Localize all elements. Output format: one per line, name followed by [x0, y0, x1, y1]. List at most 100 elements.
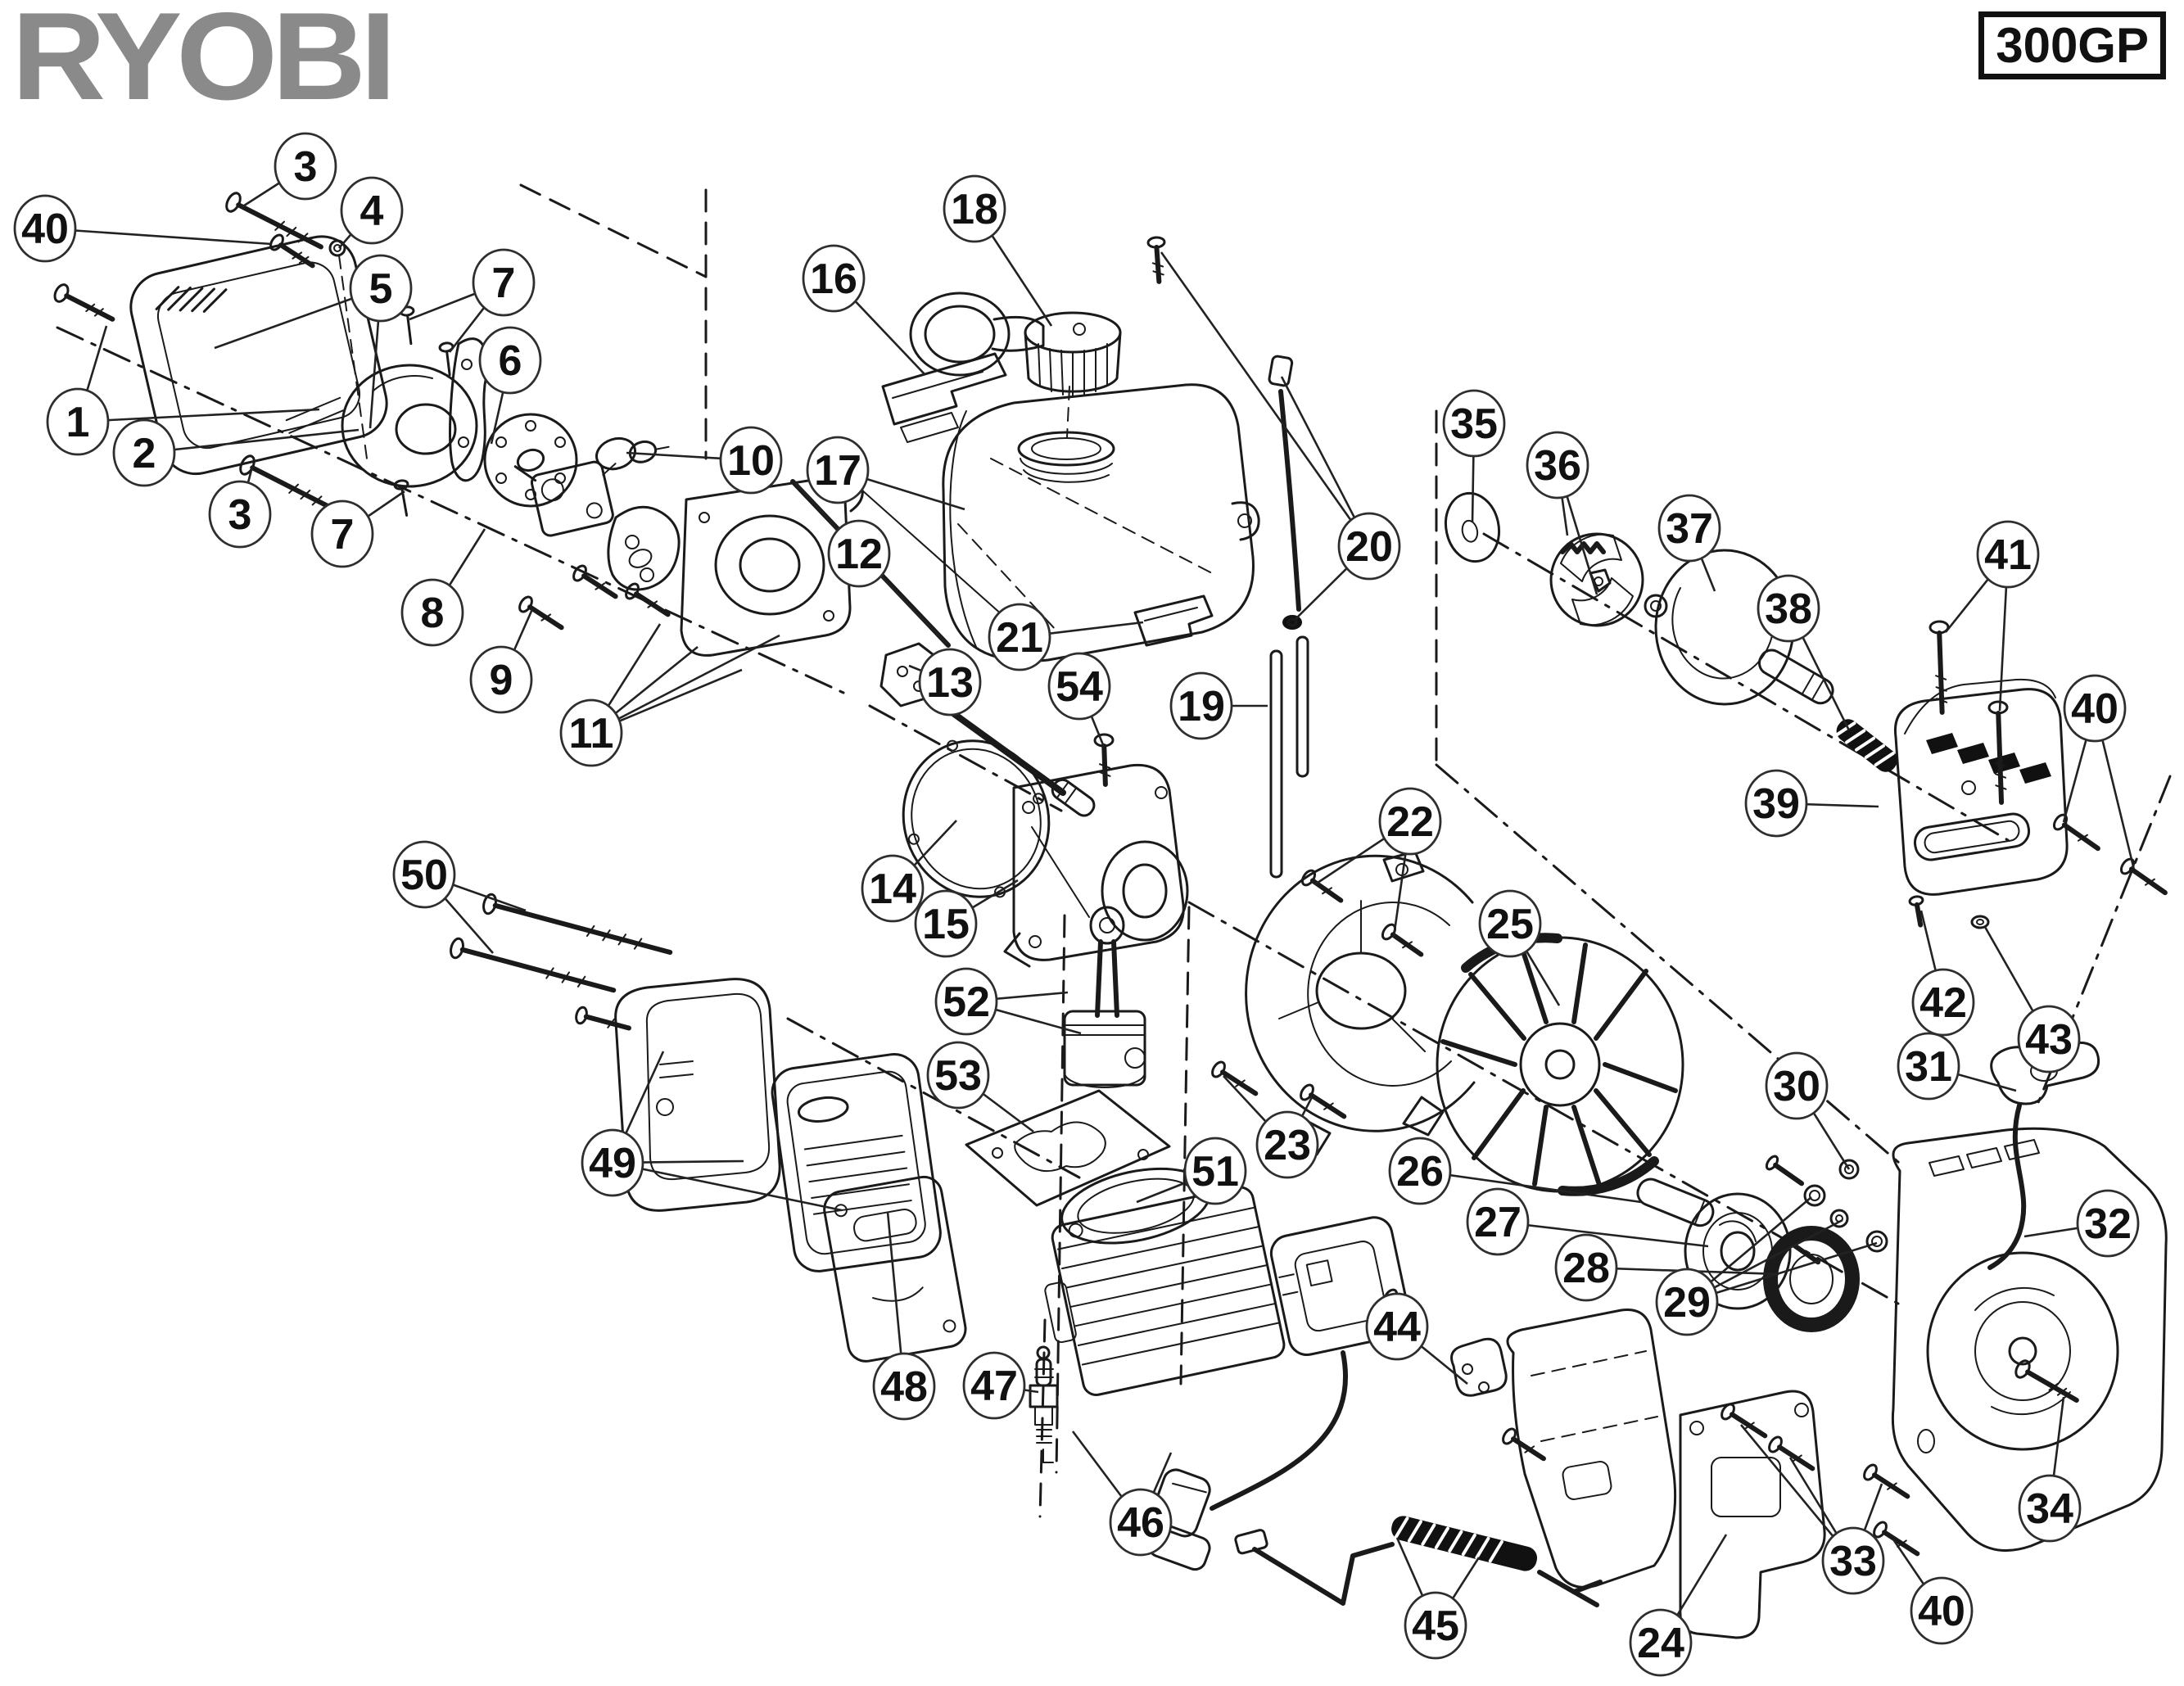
callout-number: 14 [869, 866, 916, 913]
callout-number: 17 [814, 447, 861, 495]
callout-number: 30 [1773, 1063, 1820, 1110]
wire-clamp [1450, 1337, 1508, 1397]
callout-circle [719, 426, 783, 495]
callout-7: 7 [310, 499, 374, 568]
callout-number: 3 [294, 143, 318, 191]
callout-number: 49 [589, 1140, 636, 1187]
callout-circle [872, 1352, 936, 1421]
callout-number: 25 [1486, 901, 1534, 948]
callout-number: 12 [835, 531, 883, 578]
callout-circle [392, 840, 456, 909]
clutch-spring [1835, 719, 1898, 772]
callout-38: 38 [1757, 574, 1820, 643]
callout-circle [914, 889, 978, 958]
crankcase-gasket [902, 739, 1051, 898]
callout-49: 49 [581, 1128, 644, 1197]
callout-4: 4 [340, 176, 404, 245]
callout-20: 20 [1337, 512, 1401, 581]
callout-number: 15 [922, 901, 970, 948]
callout-32: 32 [2076, 1189, 2140, 1258]
callout-5: 5 [349, 254, 413, 323]
muffler-body [771, 1053, 942, 1272]
callout-number: 11 [569, 710, 614, 757]
leader-line-20 [1160, 251, 1371, 547]
callout-number: 23 [1264, 1122, 1311, 1169]
callout-number: 42 [1919, 979, 1967, 1027]
fan-shroud [1245, 850, 1476, 1156]
callout-40: 40 [13, 194, 77, 263]
callout-circle [827, 519, 891, 588]
callout-circle [943, 174, 1006, 243]
callout-29: 29 [1655, 1268, 1719, 1336]
callout-circle [806, 436, 870, 504]
callout-30: 30 [1765, 1051, 1829, 1120]
tank-strip [881, 352, 1007, 443]
callout-circle [1821, 1526, 1885, 1595]
lower-shield [1506, 1309, 1677, 1589]
callout-number: 52 [943, 979, 990, 1026]
cylinder [1044, 1167, 1286, 1396]
callout-circle [340, 176, 404, 245]
clutch [1549, 532, 1668, 627]
primer-bulb [595, 436, 670, 471]
callout-number: 22 [1386, 798, 1434, 846]
air-filter-cover [129, 235, 388, 476]
callout-35: 35 [1442, 389, 1506, 458]
callout-circle [472, 248, 536, 317]
muffler-cover [614, 978, 781, 1212]
tank-bracket [1133, 594, 1214, 647]
callout-33: 33 [1821, 1526, 1885, 1595]
callout-number: 43 [2025, 1016, 2073, 1064]
callout-circle [349, 254, 413, 323]
leader-line-1 [77, 408, 320, 423]
callout-7: 7 [472, 248, 536, 317]
callout-number: 46 [1117, 1499, 1164, 1547]
leader-line-2 [143, 428, 359, 454]
callout-51: 51 [1183, 1137, 1247, 1205]
callout-number: 20 [1345, 523, 1393, 571]
callout-circle [918, 648, 982, 716]
cylinder-gasket [965, 1089, 1171, 1207]
callout-number: 36 [1534, 442, 1581, 490]
callout-circle [861, 854, 925, 923]
callout-circle [926, 1041, 990, 1110]
leader-line-26 [1419, 1169, 1642, 1204]
callout-circle [1910, 1576, 1974, 1645]
callout-number: 27 [1474, 1199, 1522, 1246]
callout-number: 35 [1450, 400, 1498, 448]
callout-40: 40 [2063, 674, 2127, 743]
callout-number: 40 [21, 206, 69, 253]
callout-13: 13 [918, 648, 982, 716]
callout-number: 13 [926, 659, 974, 707]
fuel-lines [1268, 355, 1309, 879]
callout-circle [1744, 769, 1808, 838]
callout-36: 36 [1526, 431, 1589, 499]
wire-harness [1234, 1516, 1603, 1607]
callout-number: 44 [1373, 1304, 1421, 1351]
callout-54: 54 [1047, 652, 1111, 721]
callout-23: 23 [1255, 1110, 1319, 1179]
callout-14: 14 [861, 854, 925, 923]
callout-circle [1629, 1608, 1693, 1677]
callout-9: 9 [469, 645, 533, 714]
callout-circle [1404, 1591, 1467, 1660]
callout-number: 29 [1663, 1279, 1711, 1327]
callout-circle [1337, 512, 1401, 581]
callout-number: 39 [1752, 780, 1800, 828]
callout-number: 38 [1765, 585, 1812, 633]
callout-number: 3 [228, 491, 252, 539]
callout-layer: 1233456778910111213141516171819202122232… [13, 132, 2140, 1677]
callout-17: 17 [806, 436, 870, 504]
callout-number: 8 [421, 590, 445, 637]
callout-number: 21 [996, 614, 1043, 662]
callout-40: 40 [1910, 1576, 1974, 1645]
callout-47: 47 [962, 1351, 1026, 1420]
model-label: 300GP [1996, 18, 2149, 73]
callout-circle [1655, 1268, 1719, 1336]
callout-circle [1169, 671, 1233, 740]
callout-circle [469, 645, 533, 714]
callout-circle [208, 480, 272, 549]
callout-53: 53 [926, 1041, 990, 1110]
callout-42: 42 [1911, 968, 1975, 1037]
